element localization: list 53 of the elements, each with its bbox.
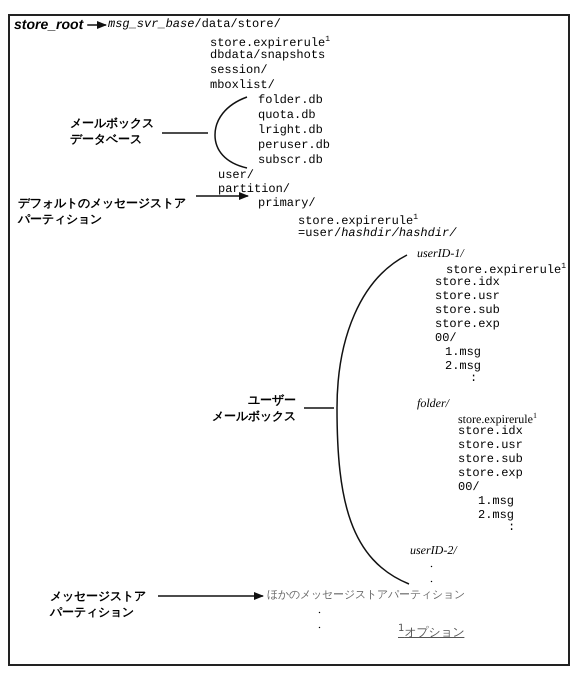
folder-name: session/	[210, 63, 268, 77]
file-name: 1.msg	[445, 345, 482, 359]
folder-name: mboxlist/	[210, 78, 275, 92]
file-name: store.expirerule$^{1}$	[298, 212, 418, 228]
file-name: store.sub	[458, 452, 523, 466]
ellipsis-mark: .	[430, 556, 433, 570]
file-name: store.sub	[435, 303, 500, 317]
file-name: store.expirerule$^{1}$	[210, 34, 330, 50]
footnote-text: $^{1}$オプション	[398, 622, 464, 639]
path-text: primary/	[258, 196, 316, 210]
file-name: store.exp	[435, 317, 500, 331]
file-name: store.exp	[458, 466, 523, 480]
file-name: 2.msg	[445, 359, 482, 373]
file-name: lright.db	[258, 123, 323, 137]
callout-label: メッセージストアパーティション	[50, 588, 150, 620]
file-name: store.usr	[458, 438, 523, 452]
folder-name: partition/	[218, 182, 290, 196]
file-name: 2.msg	[478, 508, 514, 522]
bracket	[212, 95, 250, 171]
folder-name: userID-1/	[417, 246, 464, 260]
leader-line	[162, 132, 208, 134]
file-name: store.expirerule$^{1}$	[458, 410, 537, 426]
file-name: peruser.db	[258, 138, 330, 152]
folder-name: user/	[218, 168, 254, 182]
file-name: quota.db	[258, 108, 316, 122]
folder-name: =user/hashdir/hashdir/	[298, 226, 456, 240]
ellipsis-mark: .	[318, 617, 321, 631]
file-name: store.expirerule$^{1}$	[446, 261, 566, 277]
folder-name: dbdata/snapshots	[210, 48, 326, 62]
partition-text: ほかのメッセージストアパーティション	[267, 588, 465, 602]
path-text: msg_svr_base/data/store/	[108, 17, 281, 31]
file-name: folder.db	[258, 93, 323, 107]
file-name: subscr.db	[258, 153, 323, 167]
folder-name: folder/	[417, 396, 449, 410]
callout-label: デフォルトのメッセージストアパーティション	[18, 195, 190, 227]
file-name: 1.msg	[478, 494, 514, 508]
ellipsis-mark: :	[508, 520, 516, 534]
folder-name: 00/	[458, 480, 480, 494]
arrow	[87, 21, 107, 29]
ellipsis-mark: .	[318, 602, 321, 616]
ellipsis-mark: :	[470, 371, 478, 385]
file-name: store.usr	[435, 289, 500, 303]
leader-line	[304, 407, 334, 409]
callout-label: メールボックスデータベース	[70, 115, 158, 147]
arrow	[158, 592, 264, 600]
folder-name: 00/	[435, 331, 457, 345]
file-name: store.idx	[435, 275, 500, 289]
file-name: store.idx	[458, 424, 523, 438]
arrow	[196, 192, 249, 200]
callout-label: ユーザーメールボックス	[212, 392, 300, 424]
ellipsis-mark: .	[430, 571, 433, 585]
folder-name: userID-2/	[410, 543, 457, 557]
root-label: store_root	[14, 17, 84, 31]
